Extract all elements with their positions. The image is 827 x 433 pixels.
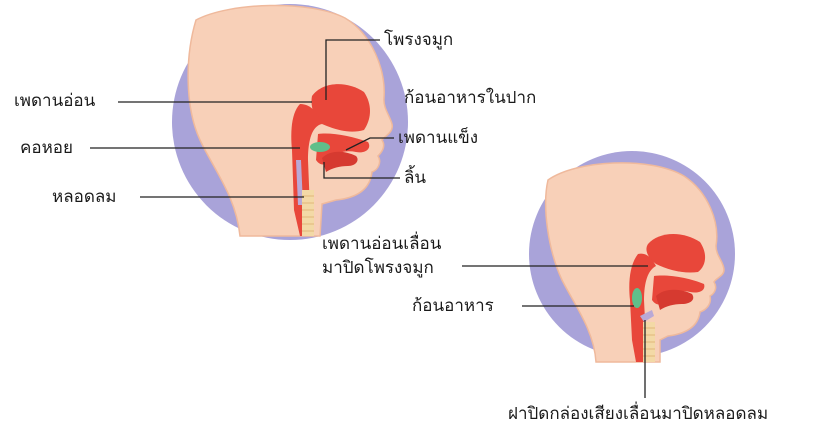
label-nasal-cavity: โพรงจมูก — [384, 30, 453, 50]
label-pharynx: คอหอย — [20, 138, 73, 158]
head-during-swallowing — [529, 151, 735, 362]
label-soft-palate: เพดานอ่อน — [14, 91, 95, 111]
label-soft-palate-moves-2: มาปิดโพรงจมูก — [322, 258, 434, 278]
label-hard-palate: เพดานแข็ง — [398, 128, 478, 148]
label-soft-palate-moves-1: เพดานอ่อนเลื่อน — [322, 234, 441, 254]
label-trachea: หลอดลม — [52, 187, 117, 207]
label-epiglottis-closes: ฝาปิดกล่องเสียงเลื่อนมาปิดหลอดลม — [508, 404, 768, 424]
food-bolus-in-pharynx — [632, 288, 642, 308]
label-food-in-mouth: ก้อนอาหารในปาก — [404, 88, 536, 108]
label-tongue: ลิ้น — [404, 168, 426, 188]
food-bolus-in-mouth — [310, 142, 330, 152]
label-food-bolus: ก้อนอาหาร — [412, 296, 494, 316]
